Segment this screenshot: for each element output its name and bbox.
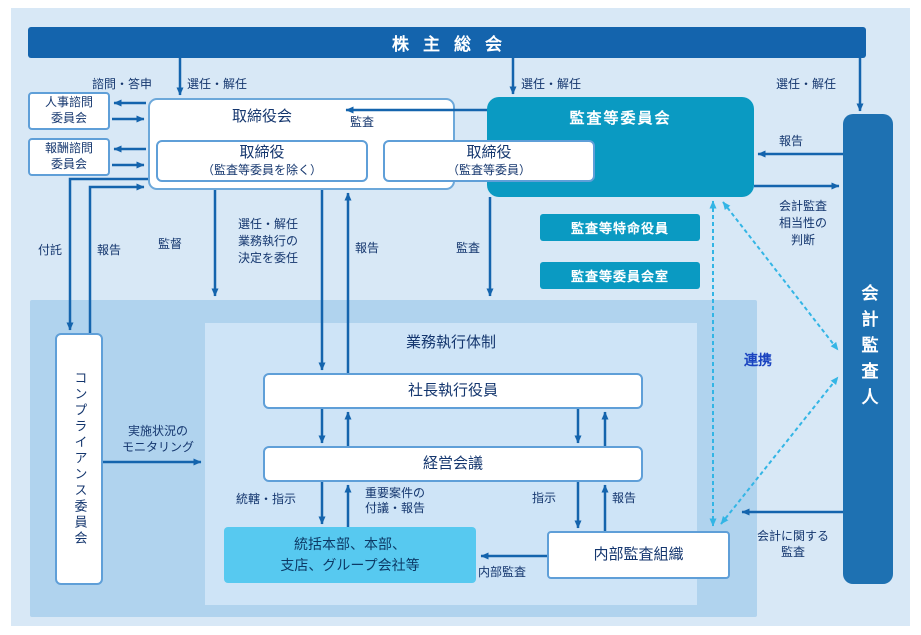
box-directors-audit-members: 取締役 （監査等委員） xyxy=(383,140,595,182)
box-audit-special-officers: 監査等特命役員 xyxy=(540,214,700,241)
box-shareholders-meeting: 株主総会 xyxy=(28,27,866,58)
label-audit-exec: 監査 xyxy=(456,241,481,255)
box-compensation-advisory-committee: 報酬諮問 委員会 xyxy=(28,138,110,176)
box-directors-excluding-audit-line2: （監査等委員を除く） xyxy=(201,162,322,177)
box-personnel-advisory-committee: 人事諮問 委員会 xyxy=(28,92,110,130)
box-directors-audit-members-line2: （監査等委員） xyxy=(446,162,531,177)
box-compliance-committee: コンプライアンス委員会 xyxy=(55,333,103,585)
box-accounting-auditor-label: 会計監査人 xyxy=(858,284,878,414)
box-audit-committee-title: 監査等委員会 xyxy=(569,110,672,127)
label-advisory: 諮問・答申 xyxy=(92,77,153,91)
box-audit-committee-office: 監査等委員会室 xyxy=(540,262,700,289)
box-compliance-committee-label: コンプライアンス委員会 xyxy=(72,371,88,547)
label-appoint-auditor: 選任・解任 xyxy=(776,77,837,91)
label-audit-adequacy: 会計監査 相当性の 判断 xyxy=(778,199,827,247)
label-report-exec: 報告 xyxy=(355,241,380,255)
execution-structure-title: 業務執行体制 xyxy=(405,334,496,351)
box-president-executive-officer: 社長執行役員 xyxy=(263,373,643,409)
label-delegate: 選任・解任 業務執行の 決定を委任 xyxy=(238,217,299,265)
label-accounting-audit: 会計に関する 監査 xyxy=(756,529,829,559)
label-supervise: 監督 xyxy=(158,237,183,251)
label-entrust: 付託 xyxy=(38,243,63,257)
label-cooperation: 連携 xyxy=(744,352,772,368)
label-report-compliance: 報告 xyxy=(97,243,122,257)
box-directors-audit-members-line1: 取締役 xyxy=(466,144,512,162)
box-management-council: 経営会議 xyxy=(263,446,643,482)
label-control-instruct: 統轄・指示 xyxy=(236,492,297,506)
label-audit-board: 監査 xyxy=(350,115,375,129)
box-headquarters-branches-group: 統括本部、本部、 支店、グループ会社等 xyxy=(224,527,476,583)
label-appoint-committee: 選任・解任 xyxy=(521,77,582,91)
box-board-title: 取締役会 xyxy=(231,108,292,125)
label-report-auditor: 報告 xyxy=(779,134,804,148)
label-appoint-board: 選任・解任 xyxy=(187,77,248,91)
box-directors-excluding-audit-line1: 取締役 xyxy=(239,144,285,162)
label-instruct: 指示 xyxy=(532,491,557,505)
label-monitoring: 実施状況の モニタリング xyxy=(121,424,194,454)
box-internal-audit-organization: 内部監査組織 xyxy=(547,531,730,579)
label-important-matters: 重要案件の 付議・報告 xyxy=(364,486,425,515)
box-accounting-auditor: 会計監査人 xyxy=(843,114,893,584)
box-directors-excluding-audit: 取締役 （監査等委員を除く） xyxy=(156,140,368,182)
label-internal-audit: 内部監査 xyxy=(478,565,527,579)
label-report-internal: 報告 xyxy=(612,491,637,505)
